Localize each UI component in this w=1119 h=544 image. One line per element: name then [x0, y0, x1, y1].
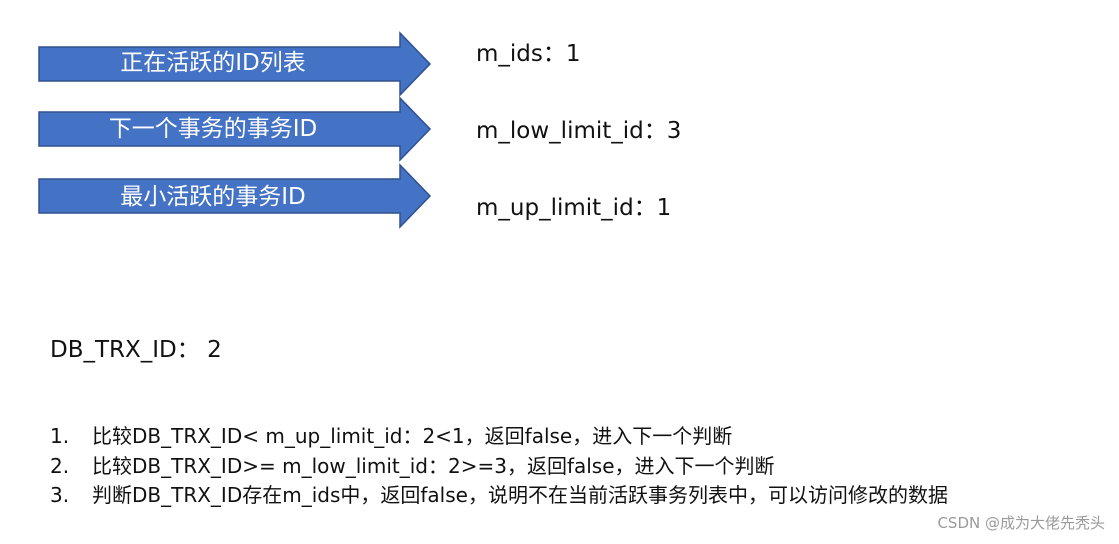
arrow-label-active-id-list: 正在活跃的ID列表: [120, 50, 306, 76]
value-m-ids: m_ids：1: [476, 41, 581, 67]
step-item: 3. 判断DB_TRX_ID存在m_ids中，返回false，说明不在当前活跃事…: [50, 481, 948, 511]
arrow-label-next-transaction-id: 下一个事务的事务ID: [108, 116, 318, 142]
value-m-up-limit-id: m_up_limit_id：1: [476, 195, 672, 221]
arrow-shape: [38, 96, 432, 162]
step-text: 判断DB_TRX_ID存在m_ids中，返回false，说明不在当前活跃事务列表…: [92, 483, 948, 507]
step-number: 3.: [50, 483, 70, 507]
comparison-steps: 1. 比较DB_TRX_ID< m_up_limit_id：2<1，返回fals…: [50, 422, 948, 511]
step-text: 比较DB_TRX_ID>= m_low_limit_id：2>=3，返回fals…: [92, 453, 775, 478]
db-trx-id: DB_TRX_ID： 2: [50, 337, 222, 363]
value-m-low-limit-id: m_low_limit_id：3: [476, 118, 682, 144]
arrow-shape: [38, 163, 432, 229]
step-item: 2. 比较DB_TRX_ID>= m_low_limit_id：2>=3，返回f…: [50, 452, 948, 482]
step-item: 1. 比较DB_TRX_ID< m_up_limit_id：2<1，返回fals…: [50, 422, 948, 452]
step-number: 1.: [50, 424, 70, 448]
arrow-label-min-active-transaction-id: 最小活跃的事务ID: [120, 184, 306, 210]
arrow-shape: [38, 31, 432, 97]
csdn-watermark: CSDN @成为大佬先秃头: [937, 514, 1105, 532]
step-number: 2.: [50, 453, 70, 478]
step-text: 比较DB_TRX_ID< m_up_limit_id：2<1，返回false，进…: [92, 424, 733, 448]
